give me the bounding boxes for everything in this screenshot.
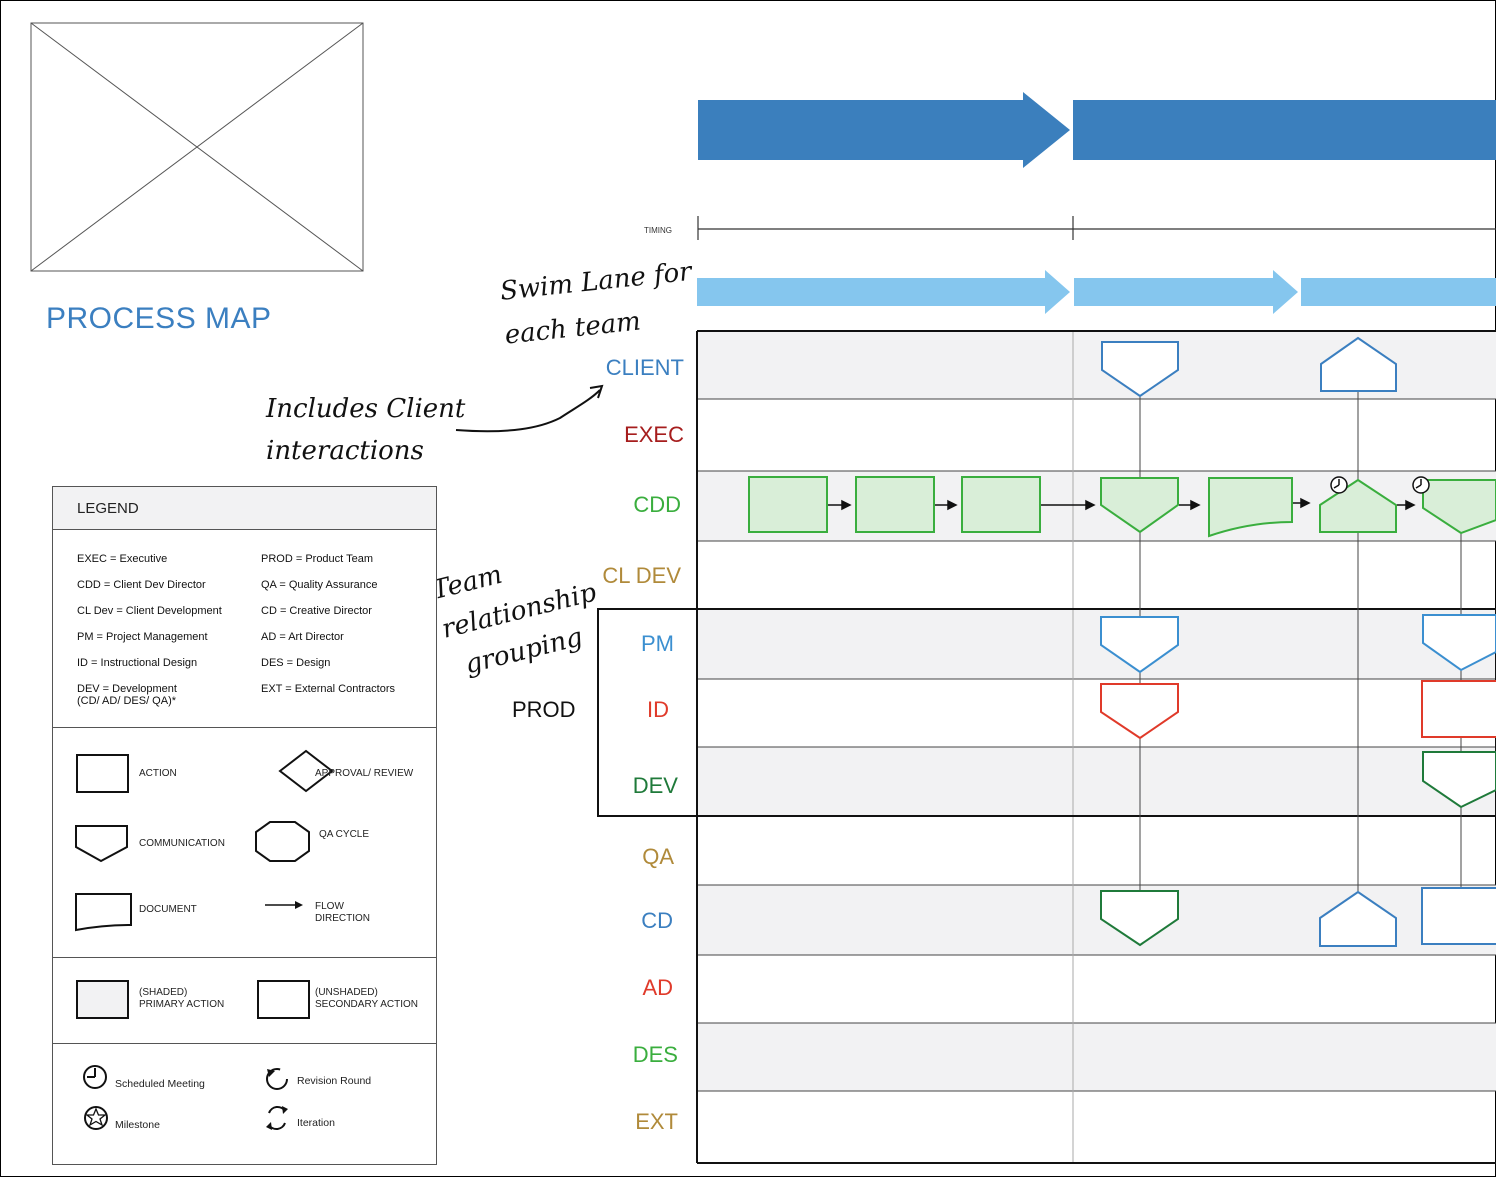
prod-group-box	[597, 608, 1496, 817]
lane-label-exec: EXEC	[624, 422, 684, 447]
pm-communication-2	[1422, 614, 1496, 672]
abbr-cd: CD = Creative Director	[261, 605, 372, 617]
revision-icon	[266, 1068, 288, 1090]
communication-label: COMMUNICATION	[139, 838, 225, 849]
cdd-action-2	[855, 476, 935, 533]
client-interactions-note: Includes Client interactions	[266, 388, 465, 472]
legend-title: LEGEND	[77, 500, 139, 517]
abbr-dev-sub: (CD/ AD/ DES/ QA)*	[77, 695, 177, 707]
meeting-icon	[83, 1065, 107, 1089]
client-interactions-line2: interactions	[266, 436, 424, 466]
shaded-swatch	[76, 980, 129, 1019]
shaded-label-2: PRIMARY ACTION	[139, 999, 225, 1010]
iteration-label: Iteration	[297, 1117, 335, 1129]
dev-communication	[1422, 751, 1496, 809]
qa-cycle-label: QA CYCLE	[319, 829, 370, 840]
annotation-arrow	[455, 384, 604, 433]
lane-label-cd: CD	[641, 908, 673, 933]
lane-bg-pm	[697, 609, 1496, 679]
milestone-label: Milestone	[115, 1119, 160, 1131]
lane-label-client: CLIENT	[605, 355, 684, 380]
cdd-communication-1	[1100, 477, 1179, 534]
abbr-dev: DEV = Development	[77, 683, 177, 695]
legend-header: LEGEND	[53, 487, 436, 530]
flow-arrow-shape	[295, 901, 303, 909]
action-label: ACTION	[139, 768, 177, 779]
revision-label: Revision Round	[297, 1075, 372, 1087]
abbr-exec: EXEC = Executive	[77, 553, 168, 565]
cdd-document	[1208, 477, 1293, 538]
abbr-cldev: CL Dev = Client Development	[77, 605, 222, 617]
lane-label-id: ID	[647, 697, 669, 722]
unshaded-label-1: (UNSHADED)	[315, 987, 378, 998]
step-arrow-2	[1074, 270, 1298, 314]
abbr-ext: EXT = External Contractors	[261, 683, 395, 695]
id-action	[1421, 680, 1496, 738]
meeting-icon	[1412, 476, 1430, 494]
legend-markers	[83, 1065, 288, 1130]
lane-label-dev: DEV	[632, 773, 678, 798]
legend-panel: LEGEND EXEC = Executive CDD = Client Dev…	[52, 486, 437, 1165]
legend-divider	[53, 727, 436, 728]
cd-communication-1	[1100, 890, 1179, 947]
swim-lanes	[597, 330, 1496, 1164]
approval-label: APPROVAL/ REVIEW	[315, 768, 414, 779]
legend-divider	[53, 1043, 436, 1044]
step-arrow-1	[697, 270, 1070, 314]
communication-shape	[75, 825, 128, 863]
abbr-des: DES = Design	[261, 657, 331, 669]
action-shape	[76, 754, 129, 793]
step-arrow-3	[1301, 278, 1496, 306]
qa-cycle-shape	[255, 821, 310, 862]
flow-label-2: DIRECTION	[315, 913, 370, 924]
pm-communication-1	[1100, 616, 1179, 674]
timing-label: TIMING	[644, 226, 672, 235]
flow-label-1: FLOW	[315, 901, 344, 912]
legend-shading	[76, 980, 310, 1019]
phase-arrow-2	[1073, 100, 1496, 160]
lane-label-pm: PM	[641, 631, 674, 656]
page-title: PROCESS MAP	[46, 302, 272, 335]
lane-label-cdd: CDD	[633, 492, 681, 517]
unshaded-label-2: SECONDARY ACTION	[315, 999, 418, 1010]
legend-divider	[53, 957, 436, 958]
lane-label-cldev: CL DEV	[602, 563, 681, 588]
document-label: DOCUMENT	[139, 904, 197, 915]
lane-bg-dev	[697, 747, 1496, 817]
id-communication	[1100, 683, 1179, 740]
lane-label-ad: AD	[642, 975, 673, 1000]
cdd-action-1	[748, 476, 828, 533]
client-communication-2	[1320, 336, 1397, 392]
phase-arrow-1	[698, 92, 1070, 168]
abbr-id: ID = Instructional Design	[77, 657, 198, 669]
document-shape	[75, 893, 132, 932]
meeting-icon	[1330, 476, 1348, 494]
cd-communication-2	[1319, 890, 1397, 947]
abbr-pm: PM = Project Management	[77, 631, 208, 643]
abbr-qa: QA = Quality Assurance	[261, 579, 378, 591]
client-interactions-line1: Includes Client	[266, 394, 466, 424]
unshaded-swatch	[257, 980, 310, 1019]
iteration-icon	[266, 1106, 288, 1130]
image-placeholder	[30, 22, 364, 272]
lane-label-qa: QA	[642, 844, 674, 869]
legend-symbols	[75, 749, 334, 932]
client-communication-1	[1101, 341, 1179, 398]
lane-bg-des	[697, 1023, 1496, 1091]
cdd-communication-3	[1422, 479, 1496, 535]
approval-shape	[278, 749, 334, 793]
cdd-action-3	[961, 476, 1041, 533]
abbr-ad: AD = Art Director	[261, 631, 344, 643]
shaded-label-1: (SHADED)	[139, 987, 188, 998]
lane-label-ext: EXT	[635, 1109, 678, 1134]
lane-label-des: DES	[632, 1042, 678, 1067]
prod-group-label: PROD	[512, 697, 576, 722]
milestone-icon	[84, 1106, 108, 1130]
abbr-cdd: CDD = Client Dev Director	[77, 579, 206, 591]
abbr-prod: PROD = Product Team	[261, 553, 373, 565]
cd-action	[1421, 887, 1496, 945]
cdd-flow-arrows	[828, 497, 1416, 511]
meeting-label: Scheduled Meeting	[115, 1078, 205, 1090]
